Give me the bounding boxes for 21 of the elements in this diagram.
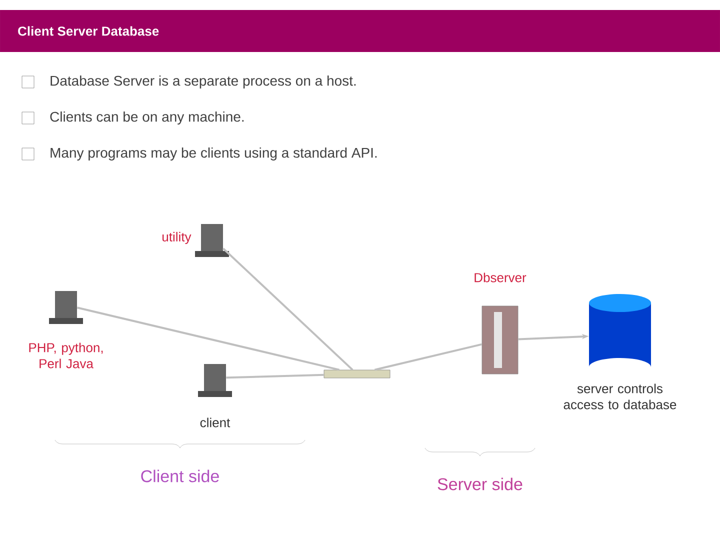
connector: [222, 248, 354, 371]
computer-icon: [195, 224, 229, 257]
connector: [76, 306, 340, 371]
computer-icon: [198, 364, 232, 397]
bullet-text: Database Server is a separate process on a host.: [50, 75, 356, 89]
side-caption: Client side: [141, 470, 219, 482]
node-caption: client: [200, 418, 230, 428]
node-caption: utility: [162, 232, 192, 244]
side-caption: Server side: [438, 478, 522, 490]
connector: [374, 343, 482, 371]
bullet-text: Many programs may be clients using a standard API.: [50, 147, 377, 161]
computer-icon: [49, 291, 83, 324]
network-hub: [324, 370, 390, 378]
node-caption: Dbserver: [474, 272, 526, 282]
server-icon: [482, 306, 518, 374]
slide-title: Client Server Database: [18, 26, 159, 36]
database-cylinder: [589, 294, 651, 367]
node-caption: server controls access to database: [564, 384, 676, 410]
node-caption: PHP, python, Perl Java: [29, 342, 103, 368]
bullet-text: Clients can be on any machine.: [50, 111, 244, 125]
connector: [226, 374, 324, 379]
